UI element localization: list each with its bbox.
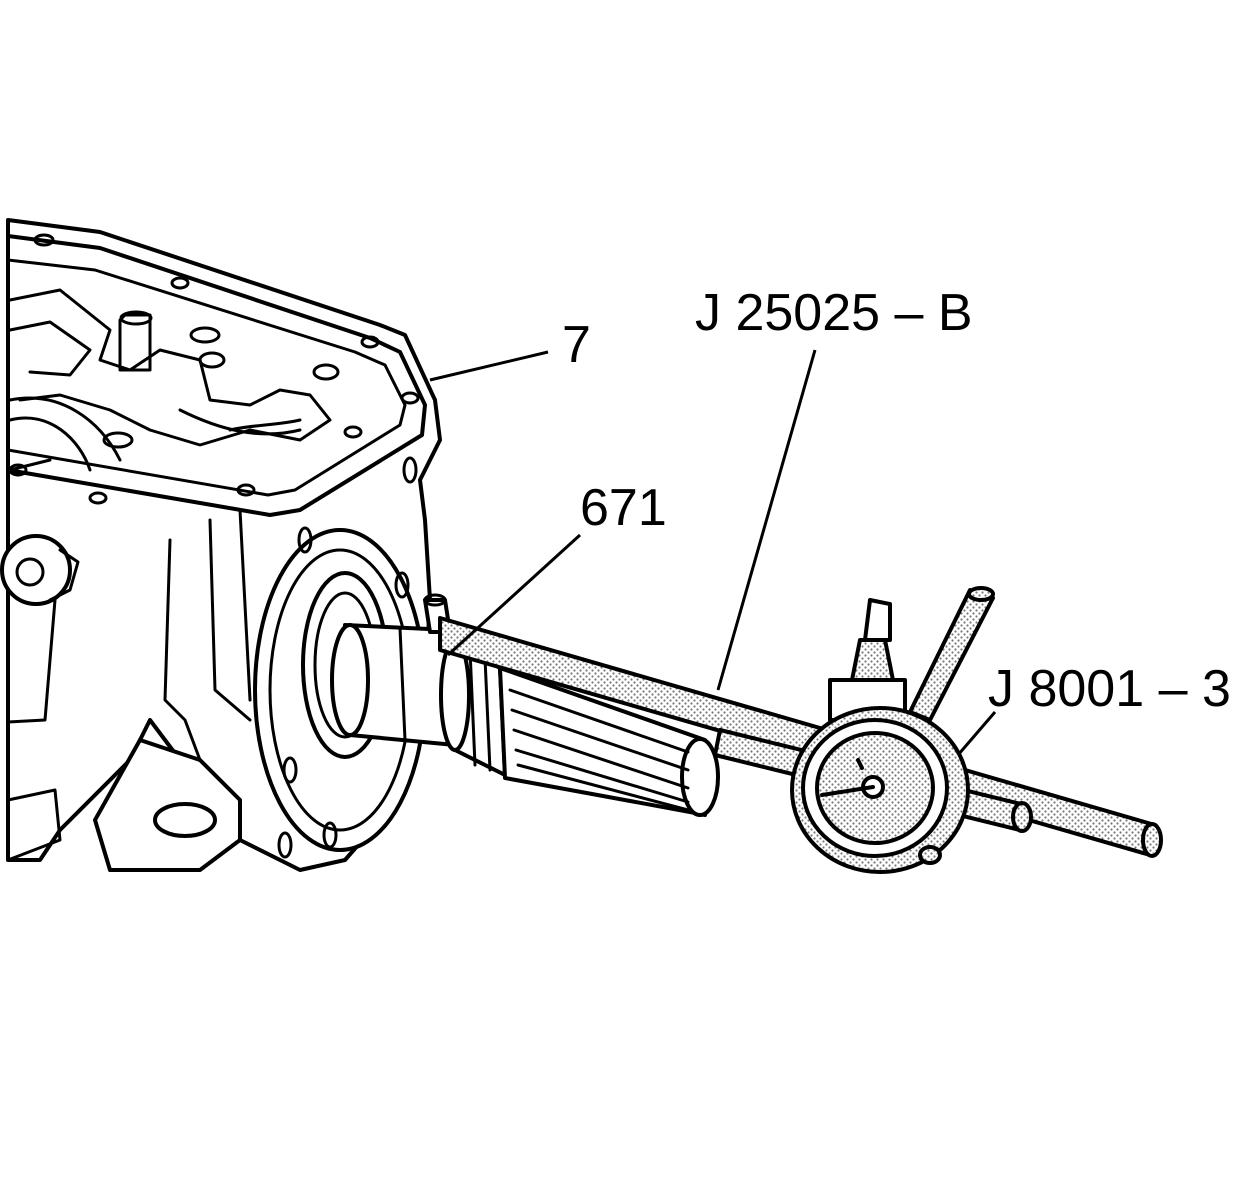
callouts: 7 671 J 25025 – B J 8001 – 3 (562, 284, 1231, 718)
leader-dial-indicator (956, 711, 997, 756)
leader-housing (429, 350, 549, 382)
callout-input-shaft: 671 (580, 479, 667, 537)
leader-input-shaft (446, 533, 582, 657)
callout-housing: 7 (562, 316, 591, 374)
callout-dial-indicator: J 8001 – 3 (988, 660, 1231, 718)
leader-shaft-tool (716, 349, 817, 691)
callout-shaft-tool: J 25025 – B (695, 284, 973, 342)
input-shaft (330, 593, 720, 817)
dial-indicator (790, 586, 995, 874)
transmission-case (0, 218, 442, 872)
leader-lines (429, 349, 997, 756)
